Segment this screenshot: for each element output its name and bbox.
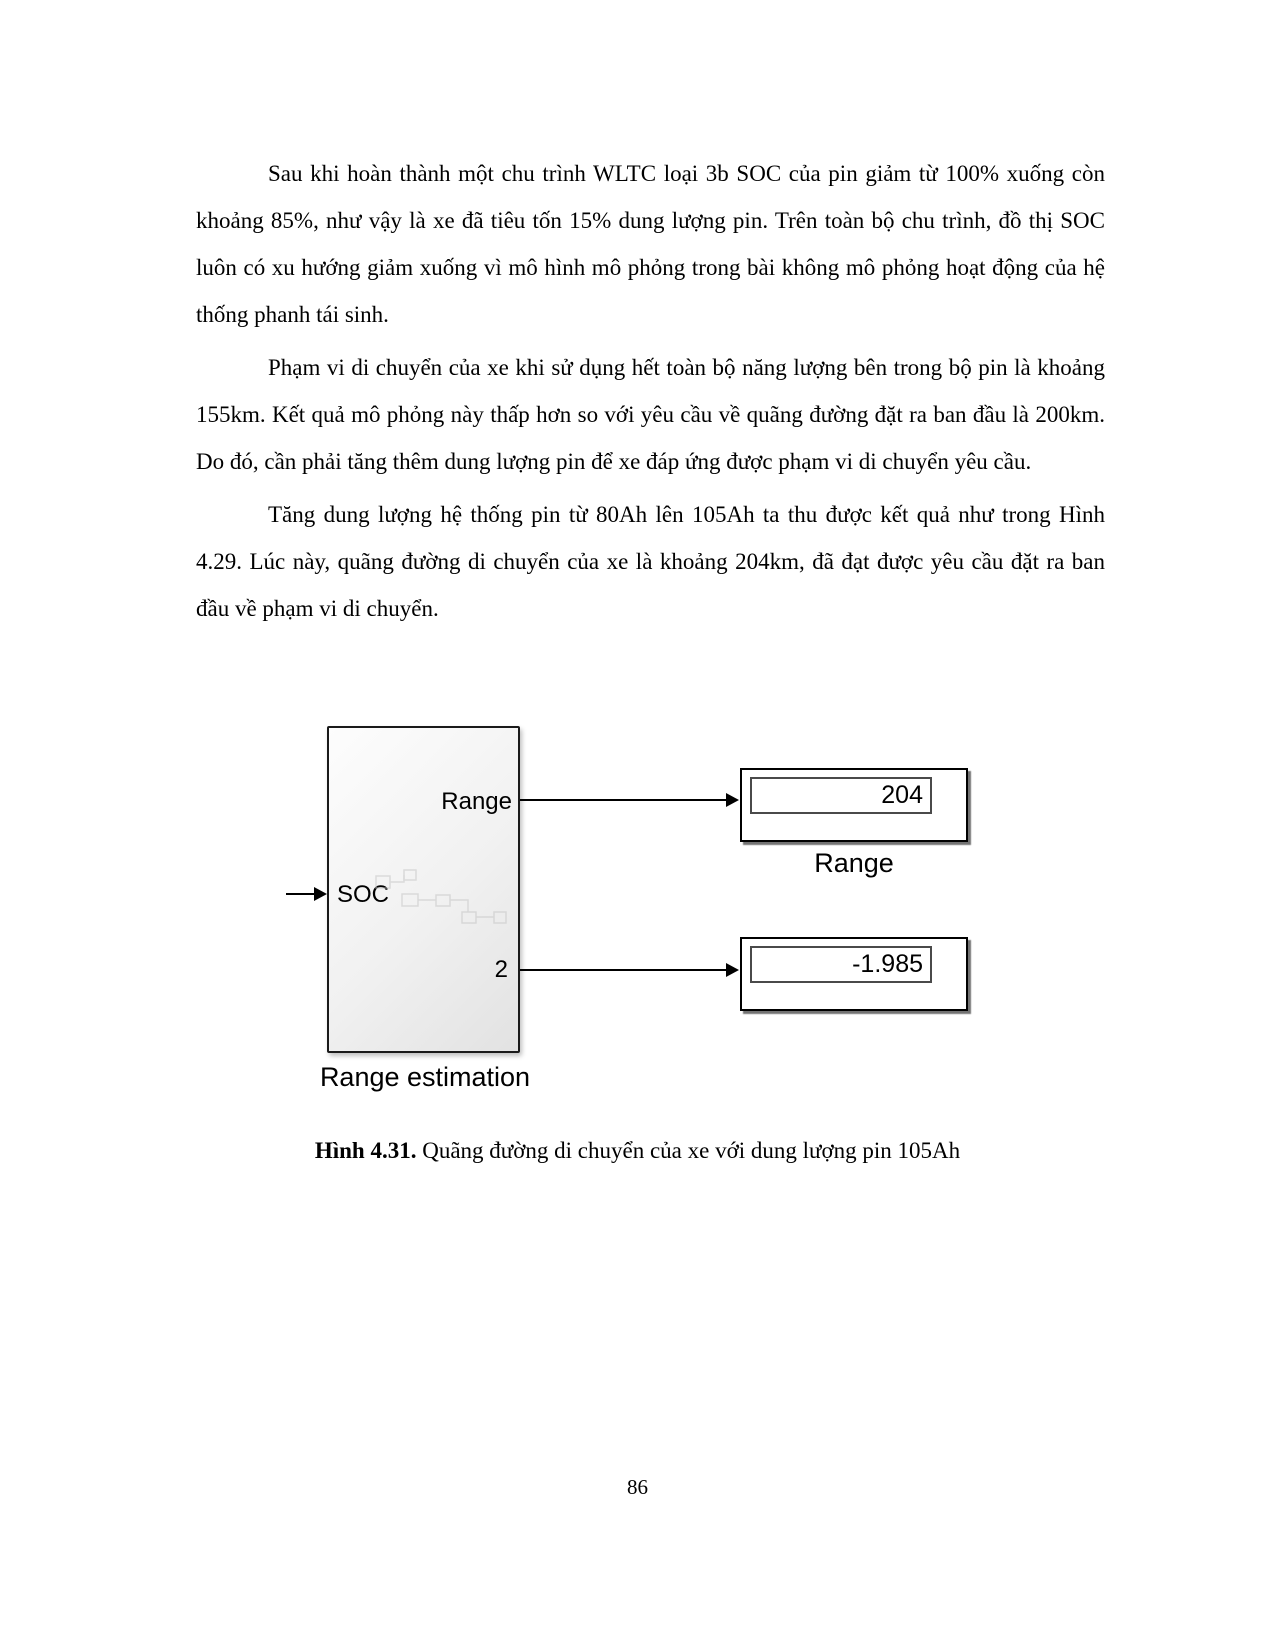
wire-range [520,799,726,801]
display-value-range: 204 [750,777,932,814]
figure-caption-label: Hình 4.31. [314,1138,417,1163]
range-estimation-block: Range SOC 2 [327,726,520,1053]
port-label-range: Range [441,788,512,815]
block-caption: Range estimation [319,1062,531,1092]
port-label-2: 2 [494,956,508,983]
display-label-range: Range [814,848,894,878]
display-block-range: 204 [740,768,968,842]
arrow-head-icon [726,963,739,977]
wire-soc-input [286,893,316,895]
figure-diagram: Range SOC 2 Range estimation [0,715,1275,1115]
paragraph: Tăng dung lượng hệ thống pin từ 80Ah lên… [196,502,1105,621]
model-thumbnail-icon [375,869,507,924]
arrow-head-icon [726,793,739,807]
port-label-soc: SOC [337,881,390,908]
wire-output-2 [520,969,726,971]
paragraph: Phạm vi di chuyển của xe khi sử dụng hết… [196,355,1105,474]
paragraph: Sau khi hoàn thành một chu trình WLTC lo… [196,161,1105,327]
page-number: 86 [627,1475,648,1499]
display-value-2: -1.985 [750,946,932,983]
display-block-2: -1.985 [740,937,968,1011]
arrow-head-icon [314,887,327,901]
figure-caption: Hình 4.31. Quãng đường di chuyển của xe … [0,1138,1275,1164]
body-text: Sau khi hoàn thành một chu trình WLTC lo… [196,150,1105,638]
figure-caption-text: Quãng đường di chuyển của xe với dung lư… [416,1138,961,1163]
